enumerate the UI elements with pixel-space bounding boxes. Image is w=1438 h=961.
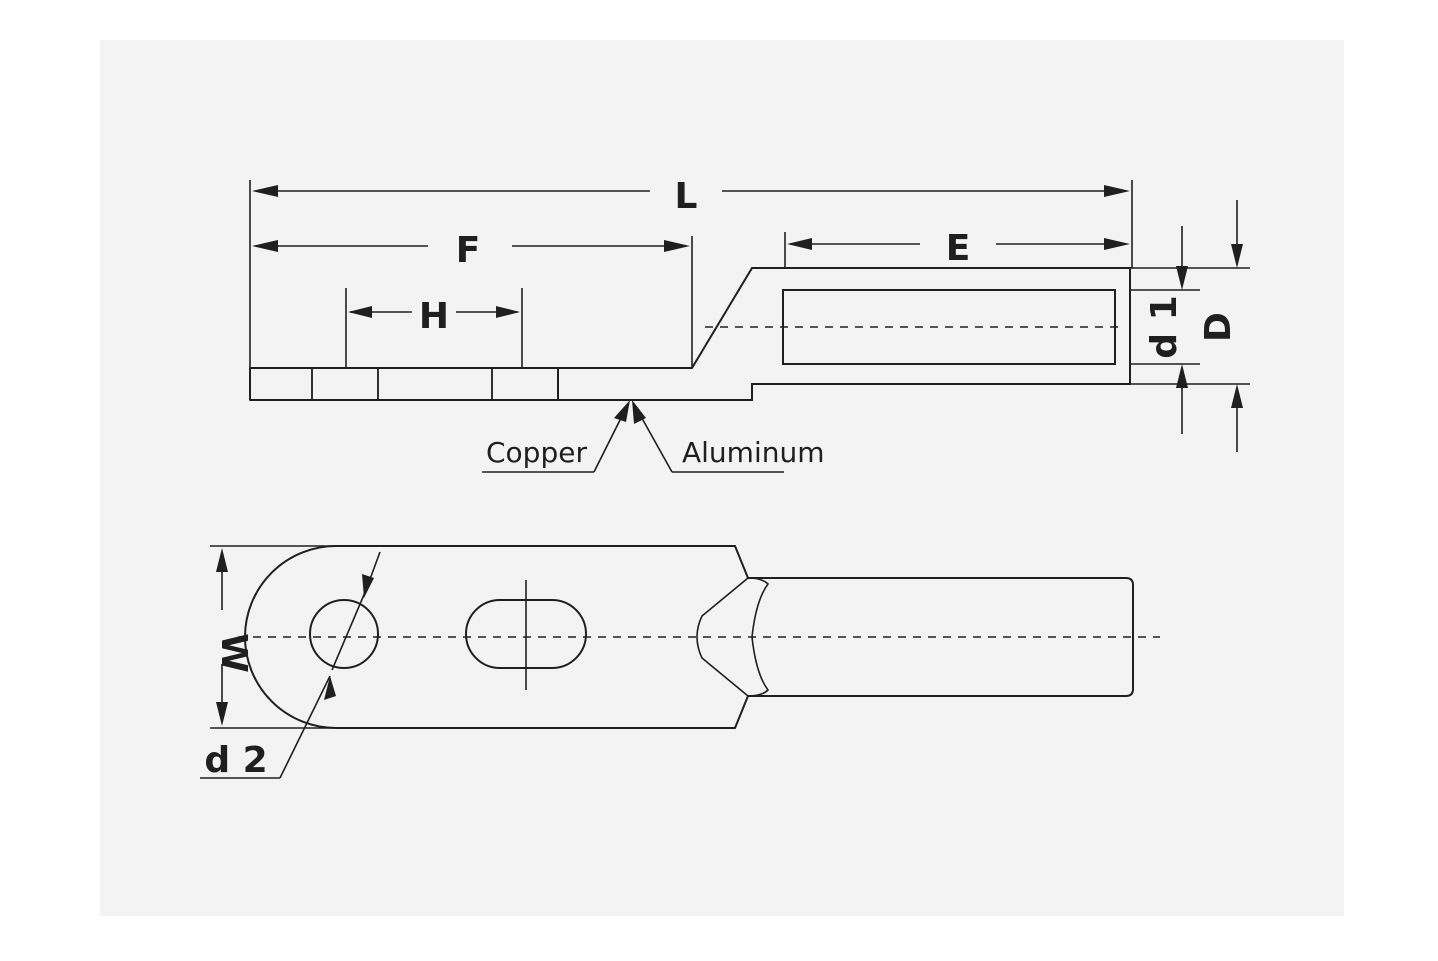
lug-outline bbox=[244, 545, 1134, 729]
label-f: F bbox=[456, 230, 481, 271]
material-leaders: Copper Aluminum bbox=[482, 400, 825, 473]
dimension-e: E bbox=[787, 228, 1130, 269]
dimension-h: H bbox=[348, 296, 520, 337]
dimension-f: F bbox=[252, 230, 690, 271]
dimension-w: W bbox=[210, 545, 336, 729]
dimension-l: L bbox=[252, 176, 1130, 217]
section-view: L F H E bbox=[249, 176, 1250, 473]
label-h: H bbox=[419, 296, 449, 337]
label-d: D bbox=[1198, 312, 1239, 342]
dimension-d1: d 1 bbox=[1144, 226, 1188, 434]
label-e: E bbox=[946, 228, 971, 269]
plan-view: W d 2 bbox=[200, 545, 1160, 781]
dimension-d2: d 2 bbox=[200, 551, 381, 781]
label-d2: d 2 bbox=[204, 740, 267, 781]
dimension-d: D bbox=[1198, 200, 1243, 452]
label-l: L bbox=[675, 176, 698, 217]
label-d1: d 1 bbox=[1144, 295, 1185, 358]
label-aluminum: Aluminum bbox=[682, 436, 825, 469]
slotted-bolt-hole bbox=[465, 599, 587, 669]
label-copper: Copper bbox=[486, 436, 587, 469]
label-w: W bbox=[213, 633, 254, 673]
drawing-background bbox=[100, 40, 1344, 916]
round-bolt-hole bbox=[309, 599, 379, 669]
copper-palm-section bbox=[249, 267, 1131, 401]
